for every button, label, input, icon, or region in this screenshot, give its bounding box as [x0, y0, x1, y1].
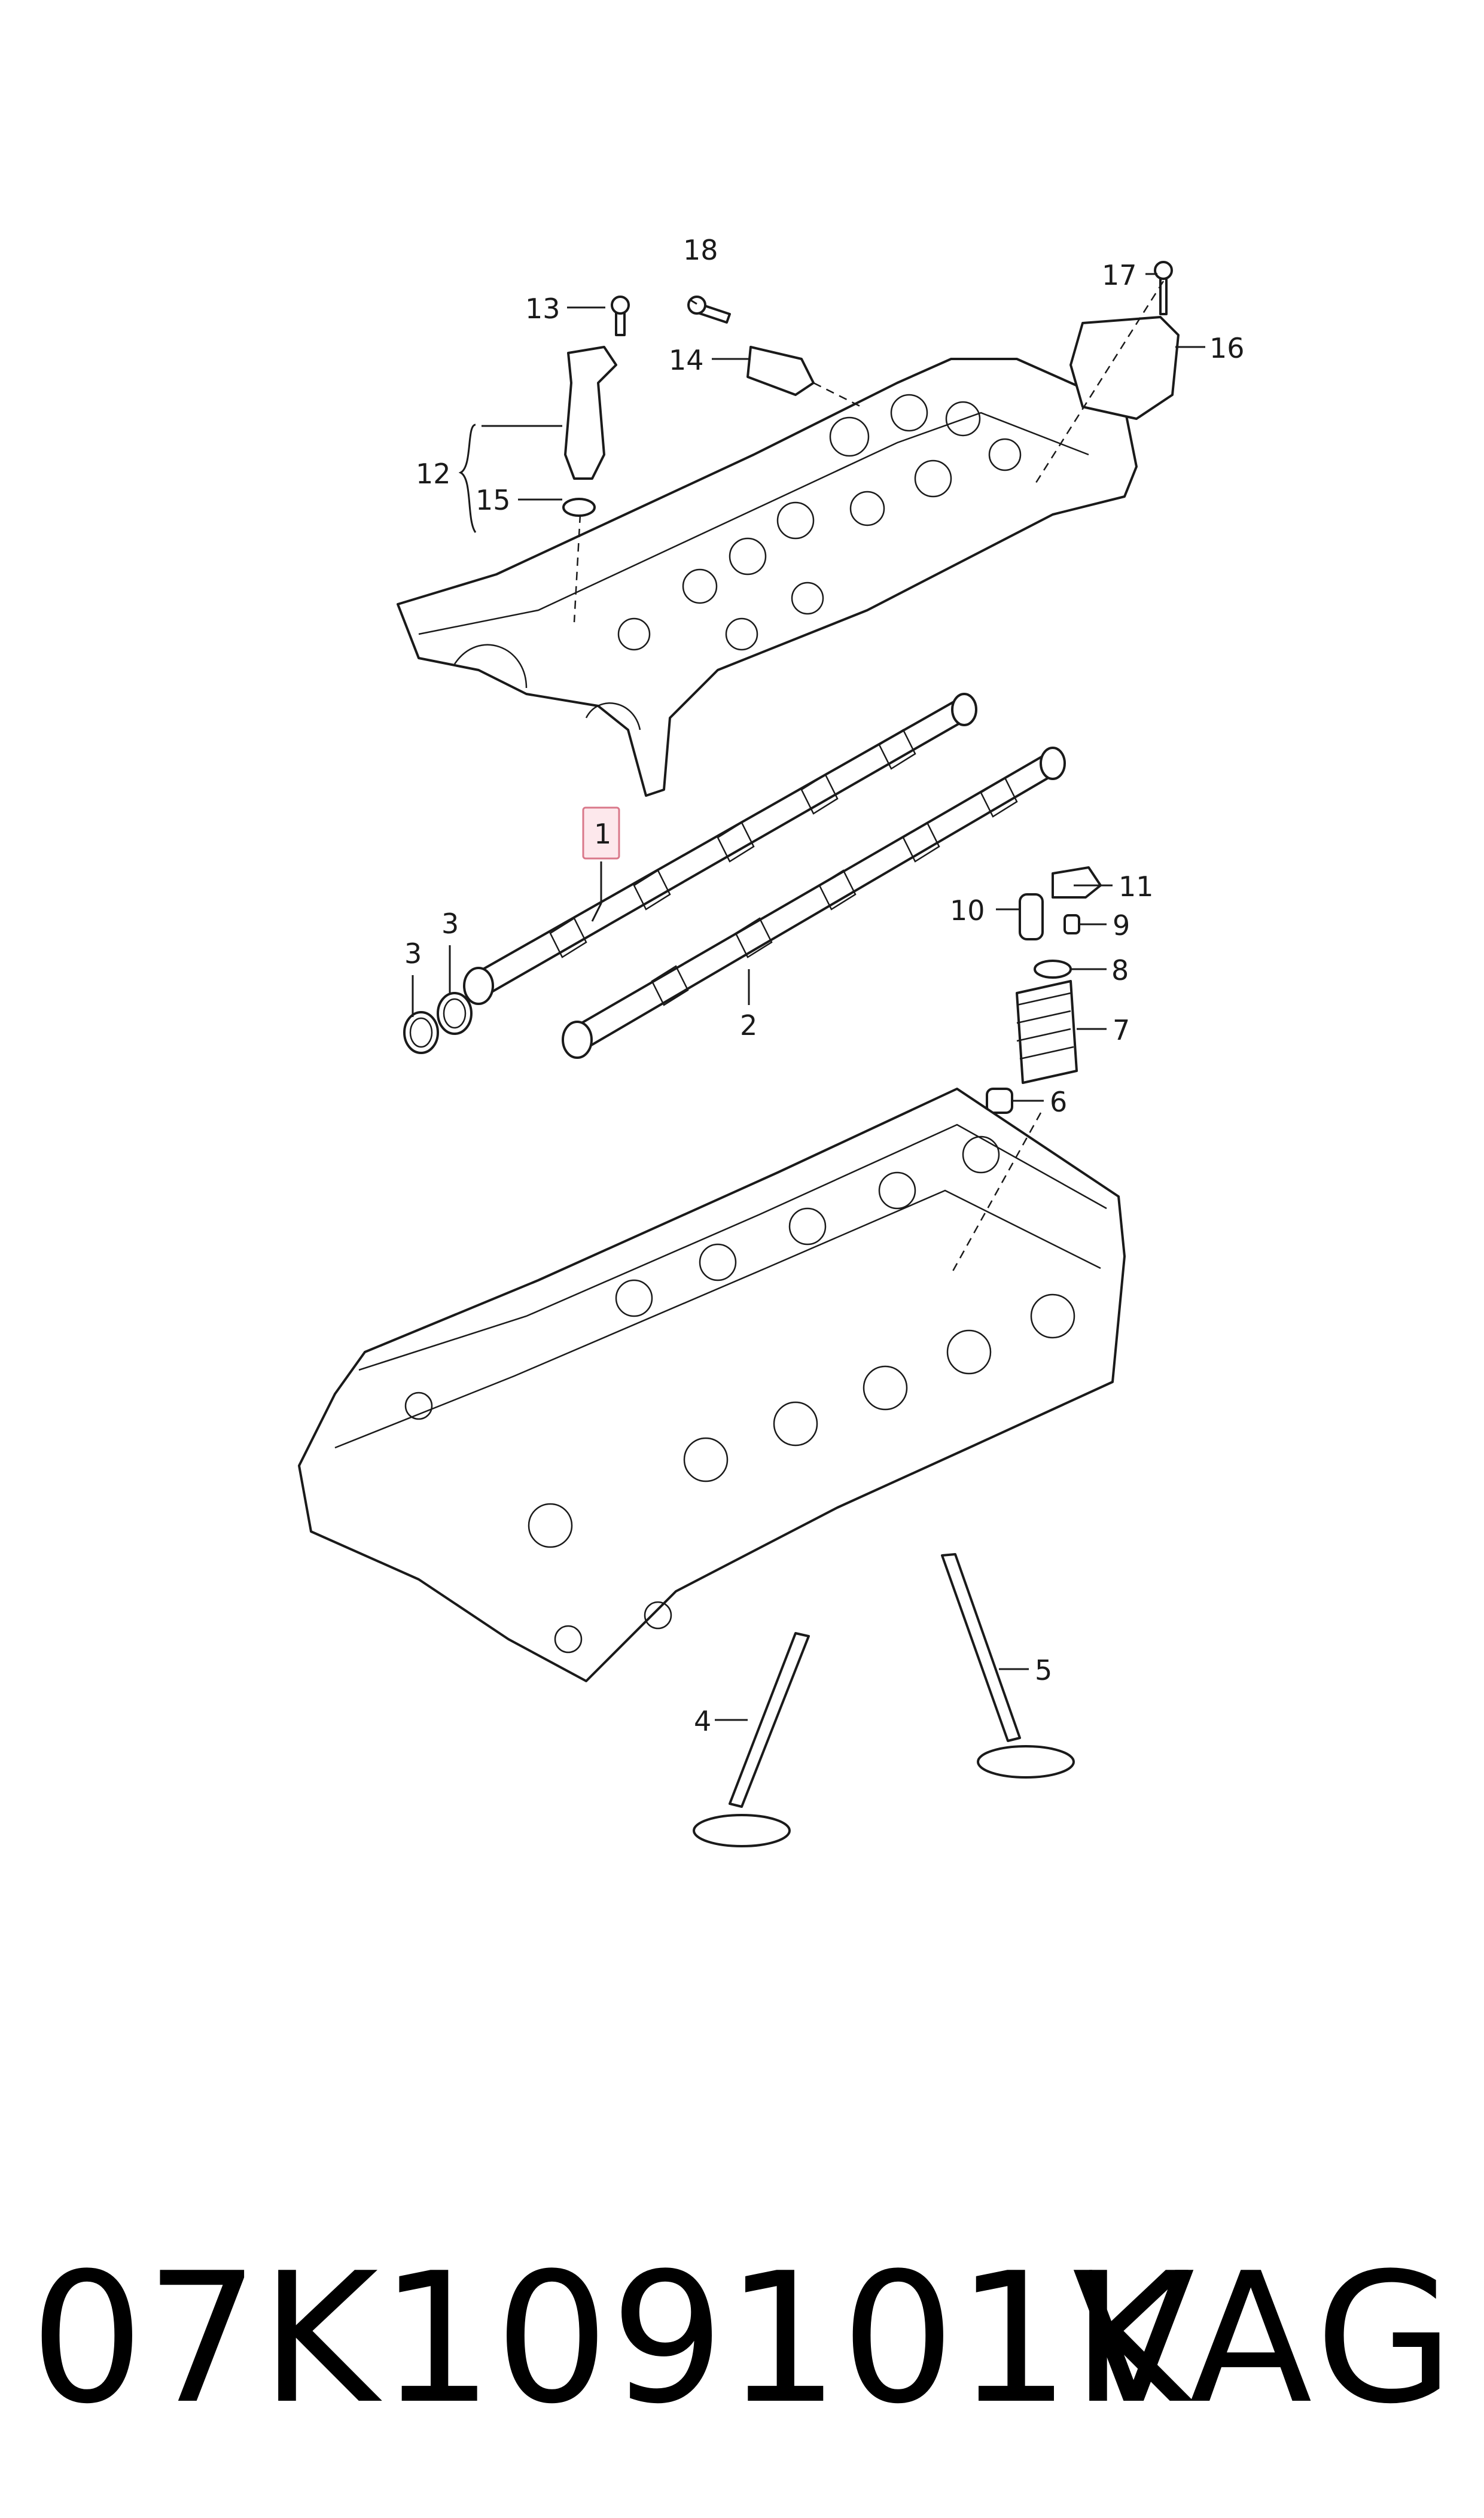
callout-6[interactable]: 6	[1050, 1086, 1067, 1118]
cylinder-head	[298, 1088, 1126, 1682]
callout-16[interactable]: 16	[1209, 332, 1245, 364]
callout-4[interactable]: 4	[694, 1705, 711, 1737]
callout-2[interactable]: 2	[740, 1009, 757, 1042]
callout-9[interactable]: 9	[1113, 909, 1130, 942]
callout-10[interactable]: 10	[950, 894, 985, 927]
callout-11[interactable]: 11	[1119, 870, 1154, 903]
callout-8[interactable]: 8	[1111, 954, 1129, 987]
leader-lines	[412, 273, 1205, 1721]
camshaft-control-valve	[562, 296, 630, 517]
valve-train-parts	[986, 866, 1102, 1114]
callout-13[interactable]: 13	[525, 293, 560, 325]
camshaft-exhaust	[562, 747, 1066, 1059]
exhaust-valve	[941, 1553, 1075, 1779]
callout-7[interactable]: 7	[1113, 1014, 1130, 1046]
callout-3b[interactable]: 3	[441, 908, 459, 940]
highlight-box-1	[582, 806, 620, 860]
cover-component	[1069, 261, 1180, 420]
camshaft-housing	[397, 358, 1138, 797]
callout-labels: 1 2 3 3 4 5 6 7 8 9 10 11 12 13 14 15 16…	[404, 234, 1245, 1737]
callout-17[interactable]: 17	[1102, 259, 1137, 291]
exploded-parts-diagram: 1 2 3 3 4 5 6 7 8 9 10 11 12 13 14 15 16…	[298, 234, 1245, 1847]
brand-name: VAG	[1072, 2234, 1460, 2443]
callout-18[interactable]: 18	[683, 234, 718, 266]
callout-15[interactable]: 15	[476, 484, 511, 516]
sensor	[687, 296, 815, 396]
callout-5[interactable]: 5	[1035, 1654, 1052, 1686]
callout-14[interactable]: 14	[669, 344, 704, 376]
seal-rings	[403, 992, 473, 1054]
assembly-lines	[573, 281, 1165, 1275]
camshaft-intake	[463, 693, 977, 1005]
intake-valve	[693, 1632, 810, 1847]
callout-1[interactable]: 1	[594, 818, 611, 850]
part-number: 07K109101K	[30, 2234, 1191, 2443]
callout-12[interactable]: 12	[416, 458, 451, 490]
callout-3a[interactable]: 3	[404, 937, 422, 970]
